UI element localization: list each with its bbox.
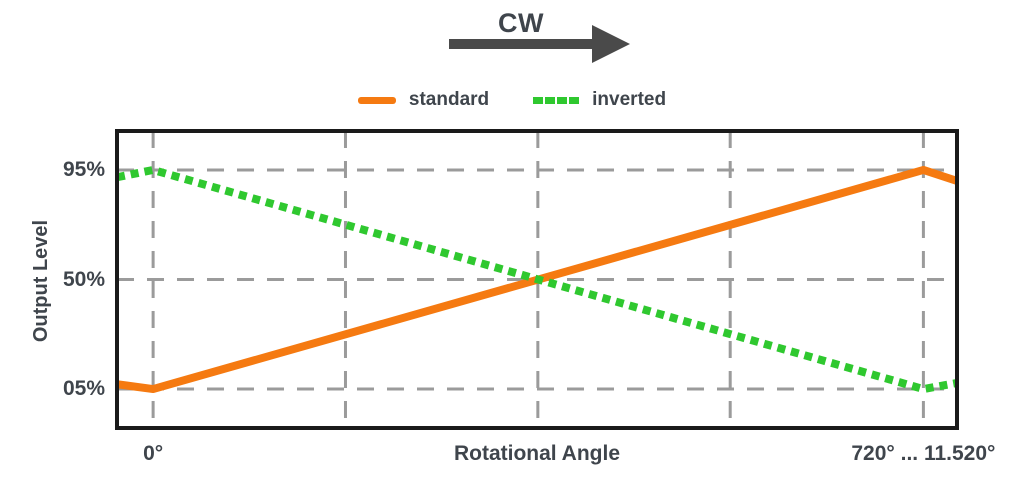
- cw-direction-label: CW: [498, 8, 544, 38]
- x-tick-label: 0°: [143, 442, 164, 465]
- legend-item-inverted: inverted: [533, 89, 666, 111]
- series-lines: [116, 165, 959, 394]
- x-axis-label: Rotational Angle: [453, 442, 621, 465]
- legend-label-inverted: inverted: [592, 89, 667, 110]
- y-tick-label: 95%: [62, 157, 105, 181]
- y-tick-label: 05%: [62, 377, 105, 401]
- y-tick-label: 50%: [62, 267, 105, 291]
- plot-border: [115, 129, 959, 430]
- legend-label-standard: standard: [408, 89, 490, 110]
- cw-arrow-icon: [449, 25, 630, 63]
- legend-swatch-inverted: [533, 96, 580, 104]
- series-line-inverted: [116, 165, 958, 394]
- x-tick-label: 720° ... 11.520°: [851, 442, 996, 465]
- legend-item-standard: standard: [357, 89, 490, 111]
- legend-swatch-standard: [357, 96, 396, 104]
- legend: standard inverted: [0, 86, 1024, 114]
